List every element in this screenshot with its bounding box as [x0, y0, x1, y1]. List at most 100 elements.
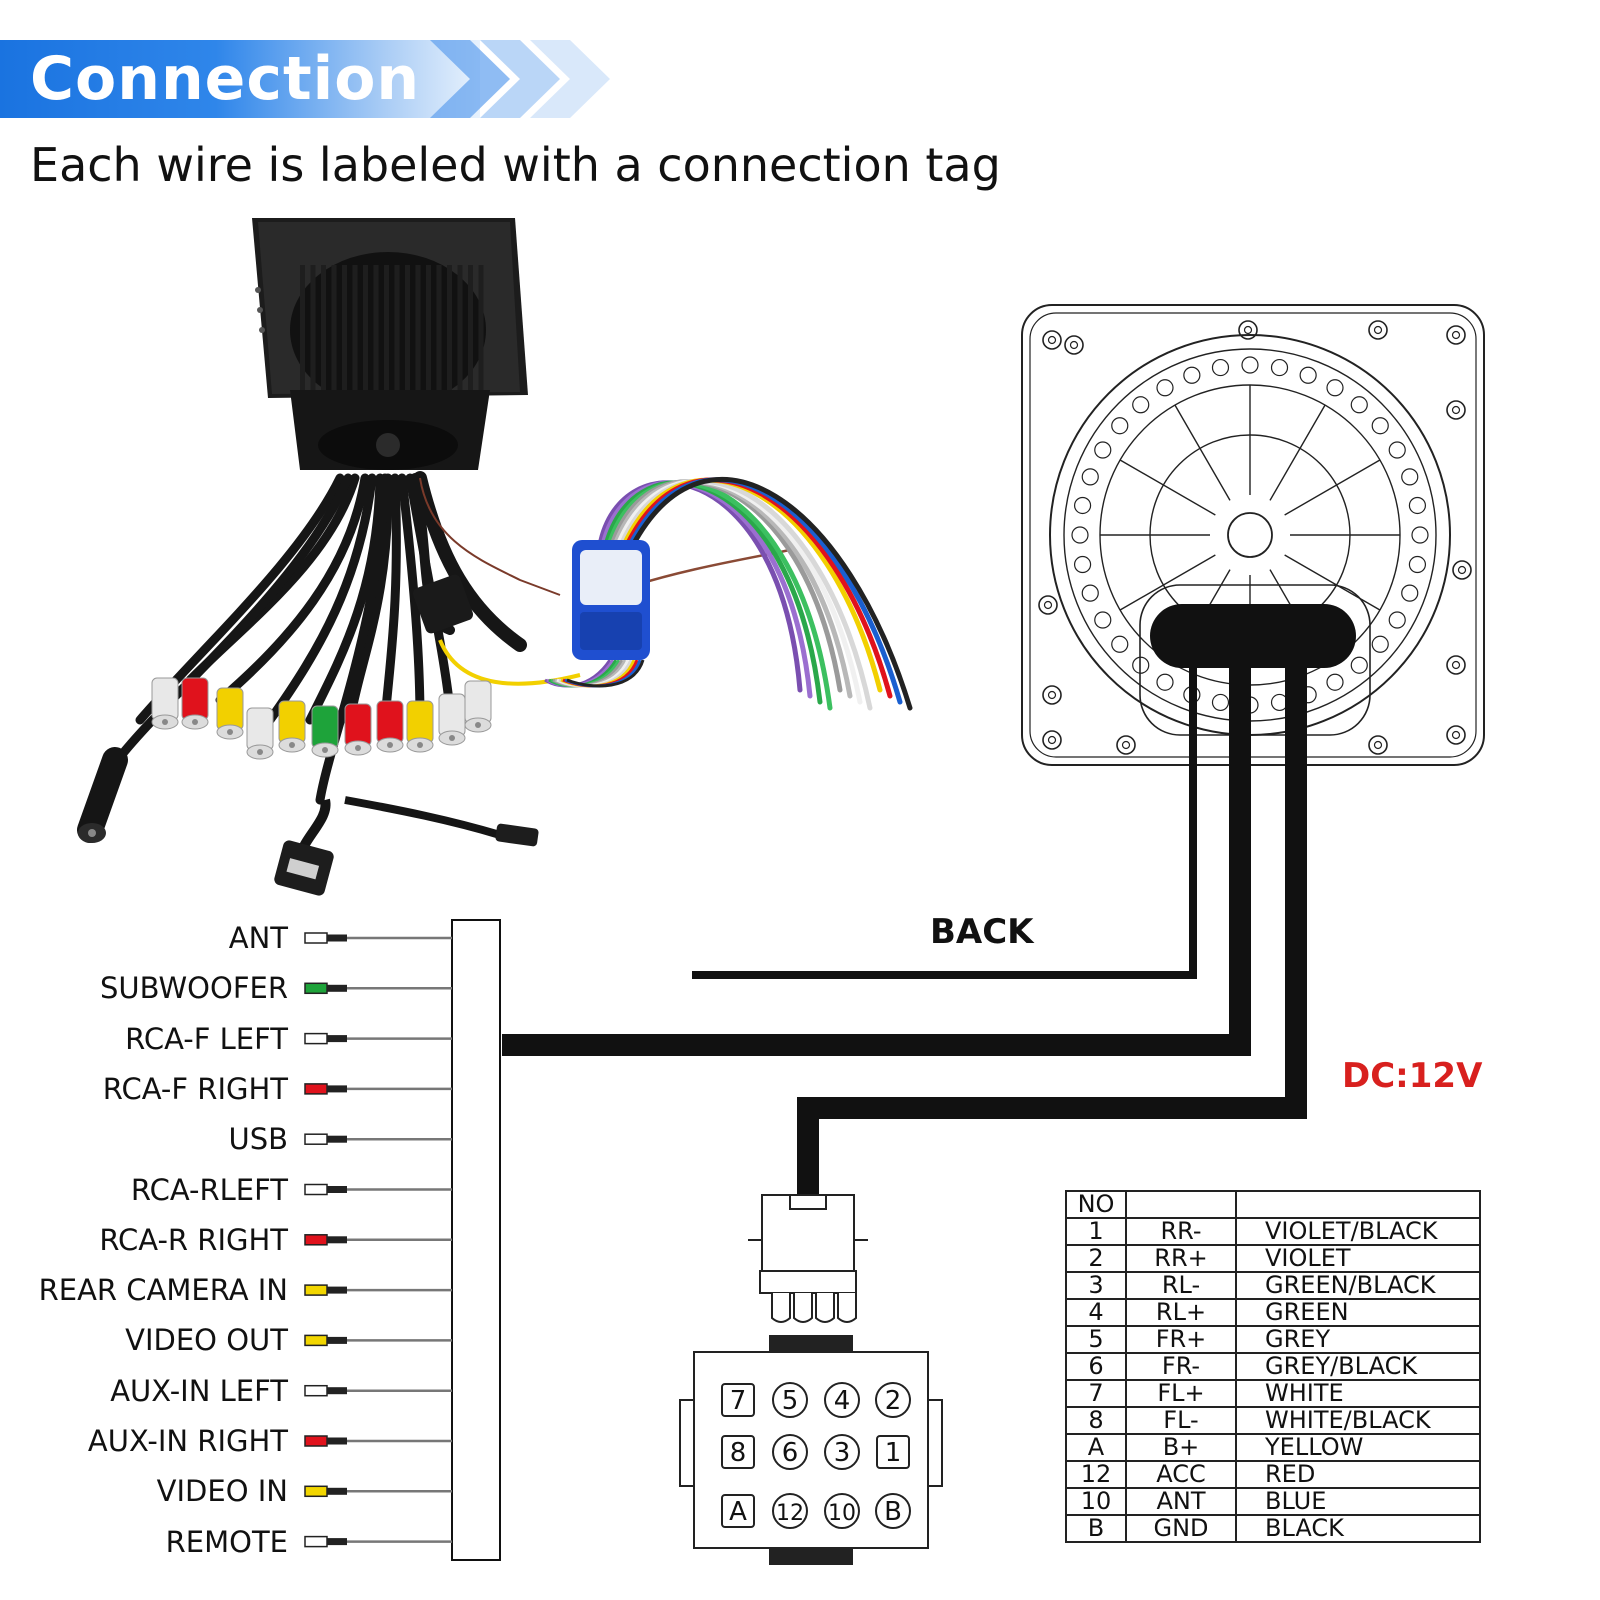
remote-jack	[77, 747, 128, 843]
connector-pin-label: 7	[730, 1386, 747, 1416]
port-label: VIDEO IN	[156, 1474, 288, 1509]
connector-pin-label: B	[884, 1497, 902, 1527]
pin-signal: ACC	[1125, 1460, 1237, 1489]
port-plug	[304, 1183, 452, 1196]
usb-cable	[274, 796, 539, 896]
rca-plug	[406, 700, 434, 753]
port-plug	[304, 1032, 452, 1045]
heatsink-fins	[300, 265, 484, 395]
connector-pin: 4	[824, 1382, 860, 1418]
table-header-signal	[1125, 1190, 1237, 1219]
pin-number: 4	[1065, 1298, 1127, 1327]
pin-number: 10	[1065, 1487, 1127, 1516]
connector-pin: 2	[875, 1382, 911, 1418]
port-label: VIDEO OUT	[125, 1323, 288, 1358]
port-label: AUX-IN LEFT	[110, 1373, 288, 1408]
pin-signal: RR-	[1125, 1217, 1237, 1246]
rca-plug	[311, 705, 339, 758]
port-label: SUBWOOFER	[100, 971, 288, 1006]
rca-plug	[181, 677, 209, 730]
pin-wire-color: YELLOW	[1235, 1433, 1481, 1462]
pin-wire-color: GREY/BLACK	[1235, 1352, 1481, 1381]
page-subtitle: Each wire is labeled with a connection t…	[30, 138, 1001, 192]
page-title: Connection	[30, 44, 421, 114]
pin-wire-color: BLACK	[1235, 1514, 1481, 1543]
connector-pin-label: 4	[834, 1386, 851, 1416]
pin-number: 2	[1065, 1244, 1127, 1273]
harness-wires	[544, 476, 913, 711]
radio-unit-photo	[252, 218, 528, 470]
rca-plug	[438, 693, 466, 746]
rca-plugs	[151, 677, 492, 760]
pin-number: B	[1065, 1514, 1127, 1543]
pin-wire-color: GREY	[1235, 1325, 1481, 1354]
connector-pin: 7	[721, 1383, 755, 1417]
connector-pin: A	[721, 1494, 755, 1528]
main-wires	[502, 660, 1307, 1195]
rear-cable-outlet	[1150, 604, 1356, 668]
rca-plug	[246, 707, 274, 760]
dc-voltage-label: DC:12V	[1342, 1056, 1483, 1096]
connector-pin: 12	[772, 1493, 808, 1529]
pin-signal: ANT	[1125, 1487, 1237, 1516]
rca-plug	[376, 700, 404, 753]
connector-pin-label: 3	[834, 1438, 851, 1468]
pin-signal: FL-	[1125, 1406, 1237, 1435]
pin-number: 5	[1065, 1325, 1127, 1354]
pin-wire-color: GREEN	[1235, 1298, 1481, 1327]
rca-plug	[464, 680, 492, 733]
port-plug	[304, 1083, 452, 1095]
pin-number: A	[1065, 1433, 1127, 1462]
port-label: USB	[228, 1122, 288, 1157]
connector-pin: 3	[824, 1434, 860, 1470]
port-label: RCA-RLEFT	[130, 1172, 288, 1207]
connector-pin-label: 10	[828, 1501, 856, 1526]
pin-signal: GND	[1125, 1514, 1237, 1543]
port-plug	[304, 1435, 452, 1447]
rca-plug	[278, 700, 306, 753]
connector-pin-label: 1	[885, 1438, 902, 1468]
connector-pin: 8	[721, 1435, 755, 1469]
connector-pin-label: A	[729, 1497, 747, 1527]
port-label: RCA-F RIGHT	[102, 1071, 288, 1106]
connector-pin: 1	[876, 1435, 910, 1469]
port-label: REAR CAMERA IN	[38, 1273, 288, 1308]
port-plug	[304, 1535, 452, 1548]
pin-wire-color: VIOLET	[1235, 1244, 1481, 1273]
header-banner	[0, 40, 610, 118]
connector-pin: 10	[824, 1493, 860, 1529]
connector-pin-label: 6	[782, 1438, 799, 1468]
rca-plug	[216, 687, 244, 740]
iso-harness-photo	[544, 476, 913, 711]
connector-pin-label: 5	[782, 1386, 799, 1416]
back-label: BACK	[930, 912, 1034, 952]
pin-number: 12	[1065, 1460, 1127, 1489]
pin-number: 8	[1065, 1406, 1127, 1435]
port-plug	[304, 1384, 452, 1397]
pin-signal: RL-	[1125, 1271, 1237, 1300]
table-header-row: NO	[1065, 1190, 1481, 1219]
pin-wire-color: VIOLET/BLACK	[1235, 1217, 1481, 1246]
pin-wire-color: WHITE/BLACK	[1235, 1406, 1481, 1435]
table-header-color	[1235, 1190, 1481, 1219]
port-label: REMOTE	[165, 1524, 288, 1559]
pin-signal: RL+	[1125, 1298, 1237, 1327]
pin-number: 6	[1065, 1352, 1127, 1381]
pin-signal: FL+	[1125, 1379, 1237, 1408]
port-label: RCA-F LEFT	[125, 1021, 288, 1056]
pin-number: 1	[1065, 1217, 1127, 1246]
pin-wire-color: GREEN/BLACK	[1235, 1271, 1481, 1300]
port-plug	[304, 1284, 452, 1296]
